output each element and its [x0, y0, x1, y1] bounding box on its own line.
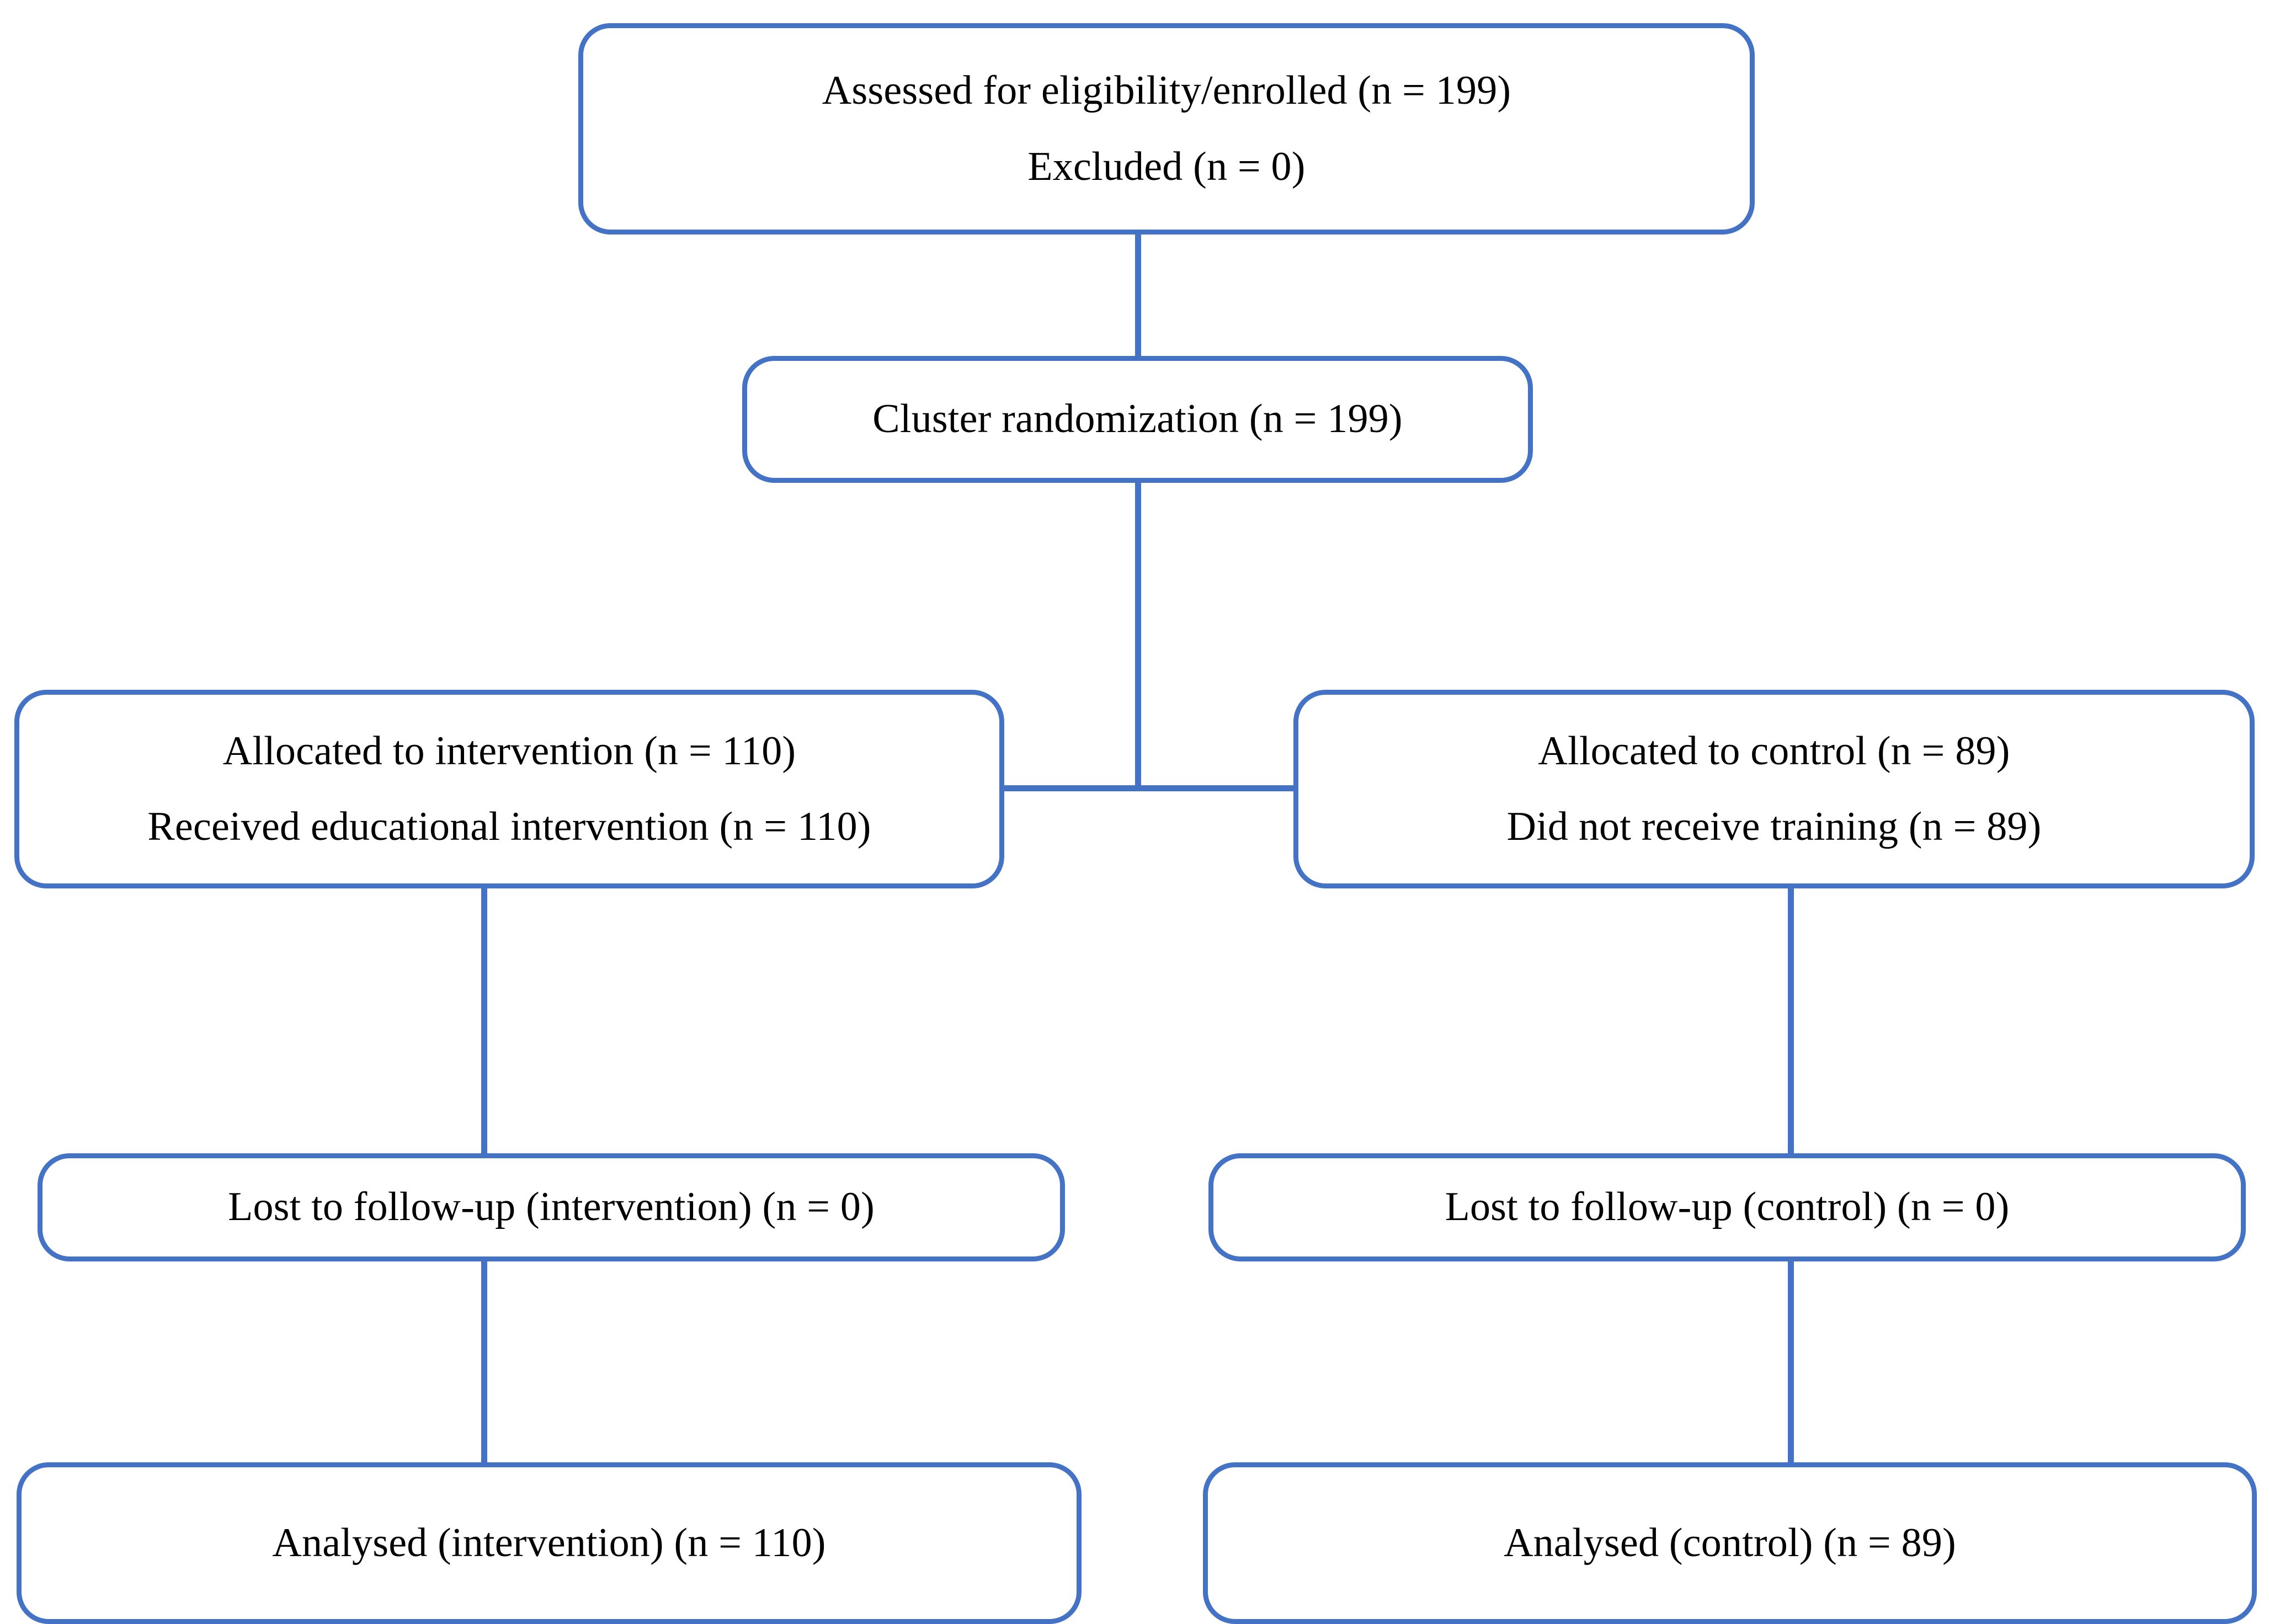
enrollment-box[interactable]: Assessed for eligibility/enrolled (n = 1… [578, 23, 1755, 235]
enrollment-line-assessed: Assessed for eligibility/enrolled (n = 1… [822, 68, 1511, 114]
allocation-control-line-allocated: Allocated to control (n = 89) [1538, 728, 2010, 774]
cluster-randomization-box[interactable]: Cluster randomization (n = 199) [742, 356, 1533, 483]
followup-control-line: Lost to follow-up (control) (n = 0) [1445, 1184, 2010, 1230]
followup-control-box[interactable]: Lost to follow-up (control) (n = 0) [1208, 1153, 2246, 1261]
connector-split-horizontal [1004, 785, 1293, 791]
connector-enrollment-to-randomization [1135, 235, 1141, 356]
followup-intervention-box[interactable]: Lost to follow-up (intervention) (n = 0) [38, 1153, 1065, 1261]
analysis-control-box[interactable]: Analysed (control) (n = 89) [1203, 1462, 2257, 1624]
connector-intervention-allocation-to-followup [481, 888, 487, 1154]
analysis-intervention-box[interactable]: Analysed (intervention) (n = 110) [17, 1462, 1082, 1624]
allocation-intervention-line-received: Received educational intervention (n = 1… [147, 804, 871, 849]
followup-intervention-line: Lost to follow-up (intervention) (n = 0) [228, 1184, 875, 1230]
enrollment-line-excluded: Excluded (n = 0) [1027, 143, 1306, 189]
connector-control-followup-to-analysis [1788, 1261, 1794, 1462]
randomization-line: Cluster randomization (n = 199) [872, 396, 1403, 442]
connector-randomization-down [1135, 483, 1141, 788]
allocation-intervention-box[interactable]: Allocated to intervention (n = 110) Rece… [14, 690, 1004, 888]
analysis-intervention-line: Analysed (intervention) (n = 110) [272, 1520, 826, 1566]
connector-intervention-followup-to-analysis [481, 1261, 487, 1462]
analysis-control-line: Analysed (control) (n = 89) [1504, 1520, 1956, 1566]
connector-control-allocation-to-followup [1788, 888, 1794, 1154]
allocation-intervention-line-allocated: Allocated to intervention (n = 110) [222, 728, 796, 774]
allocation-control-line-received: Did not receive training (n = 89) [1506, 804, 2042, 849]
allocation-control-box[interactable]: Allocated to control (n = 89) Did not re… [1293, 690, 2255, 888]
